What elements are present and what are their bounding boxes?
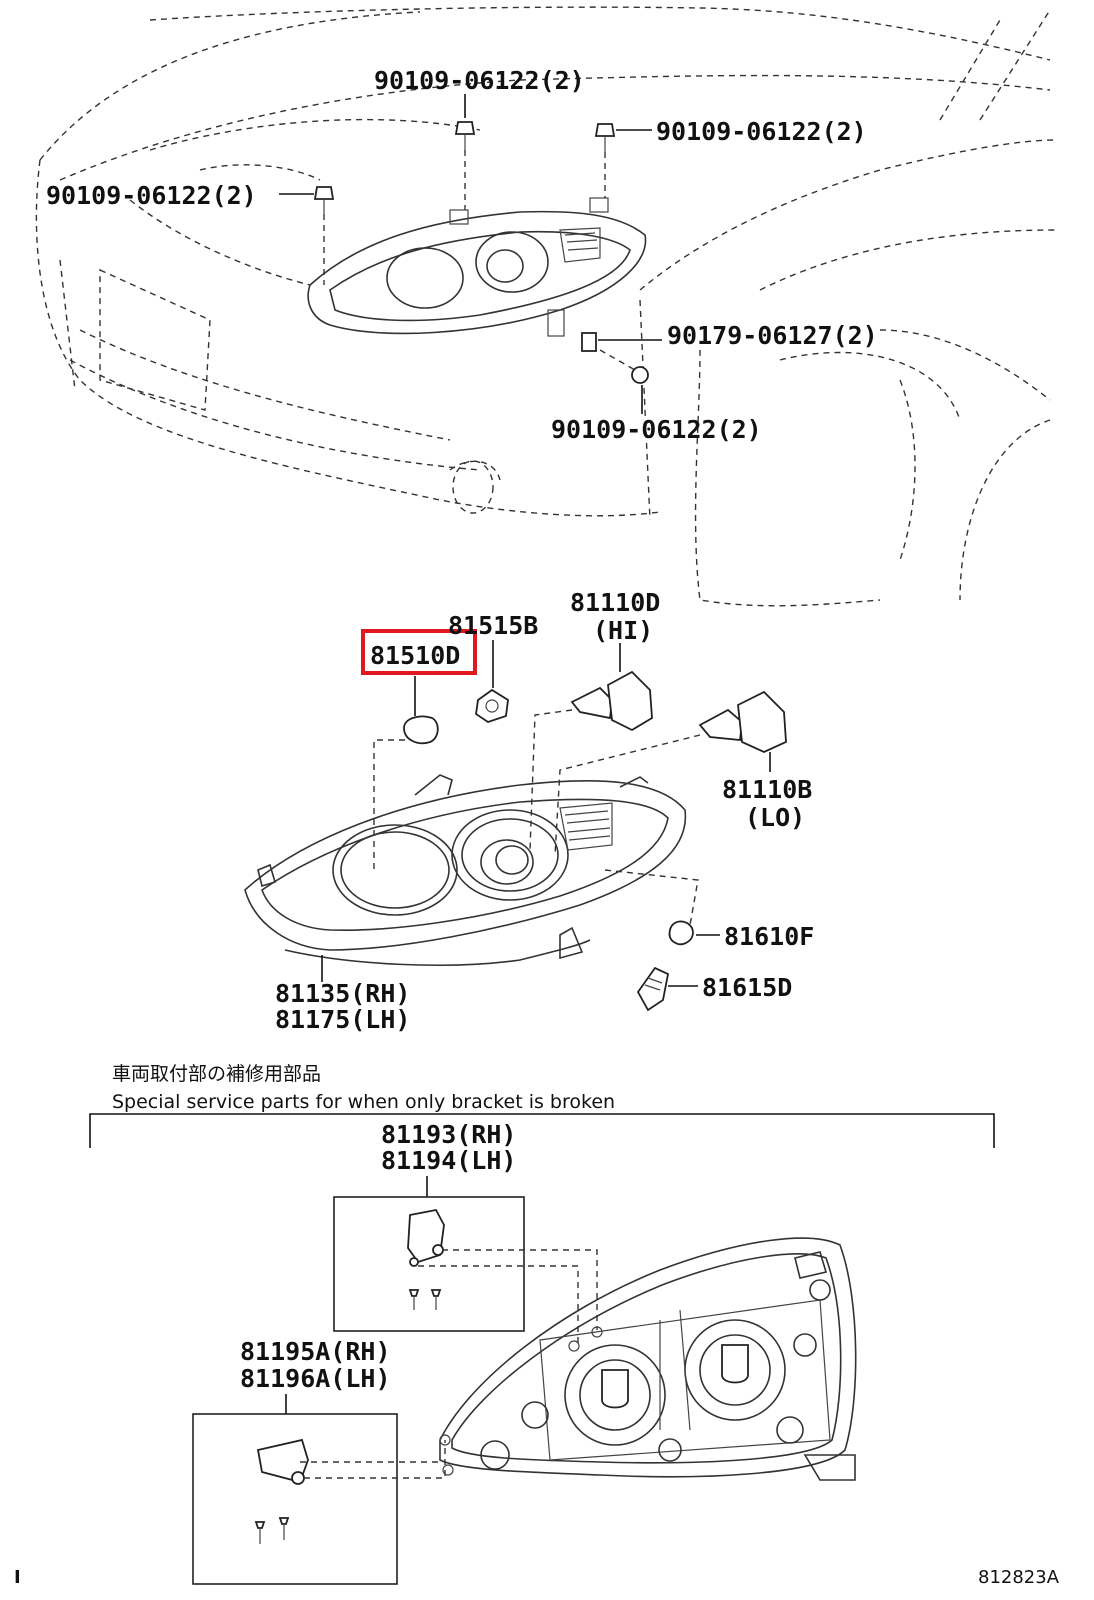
label-bracket1-lh: 81194(LH) <box>381 1146 516 1175</box>
section-bracket-line <box>89 1113 995 1148</box>
label-lamp-rh: 81135(RH) <box>275 979 410 1008</box>
note-japanese: 車両取付部の補修用部品 <box>112 1063 321 1085</box>
clip-icon <box>581 332 597 352</box>
note-english: Special service parts for when only brac… <box>112 1091 615 1113</box>
upper-fasteners <box>313 121 649 384</box>
footer-left-mark: I <box>14 1567 21 1588</box>
label-bulb-hi-code: 81110D <box>570 588 660 617</box>
label-side-socket: 81615D <box>702 973 792 1002</box>
bolt-right-icon <box>594 123 616 198</box>
label-bolt-left: 90109-06122(2) <box>46 181 257 210</box>
label-bracket1-rh: 81193(RH) <box>381 1120 516 1149</box>
label-bulb-lo-note: (LO) <box>745 803 805 832</box>
headlamp-rear-view <box>439 1237 857 1481</box>
side-bulb-icon <box>604 869 699 946</box>
highlight-box <box>361 629 477 675</box>
label-side-bulb: 81610F <box>724 922 814 951</box>
car-front-outline <box>35 6 1056 607</box>
bolt-left-icon <box>313 186 335 285</box>
label-bulb-hi-note: (HI) <box>593 616 653 645</box>
bulb-hi-icon <box>529 670 653 851</box>
side-socket-icon <box>636 966 670 1012</box>
label-bracket2-lh: 81196A(LH) <box>240 1364 391 1393</box>
bolt-top-icon <box>454 121 476 210</box>
headlamp-assembly <box>244 774 687 966</box>
bracket2-box <box>192 1413 398 1585</box>
bolt-bottom-icon <box>599 349 649 384</box>
label-bolt-right: 90109-06122(2) <box>656 117 867 146</box>
label-bolt-bottom: 90109-06122(2) <box>551 415 762 444</box>
label-lamp-lh: 81175(LH) <box>275 1005 410 1034</box>
bulb-socket-icon <box>475 688 509 723</box>
label-bulb-socket: 81515B <box>448 611 538 640</box>
mounted-headlamp <box>307 197 647 337</box>
bulb-lo-icon <box>554 690 787 856</box>
bracket1-icon <box>407 1208 445 1310</box>
bracket1-box <box>333 1196 525 1332</box>
bulb-small-icon <box>373 715 439 870</box>
label-clip: 90179-06127(2) <box>667 321 878 350</box>
bracket2-icon <box>254 1438 309 1544</box>
label-bolt-top: 90109-06122(2) <box>374 66 585 95</box>
label-bulb-lo-code: 81110B <box>722 775 812 804</box>
label-bulb-small: 81510D <box>370 641 460 670</box>
label-bracket2-rh: 81195A(RH) <box>240 1337 391 1366</box>
figure-id: 812823A <box>978 1567 1060 1588</box>
